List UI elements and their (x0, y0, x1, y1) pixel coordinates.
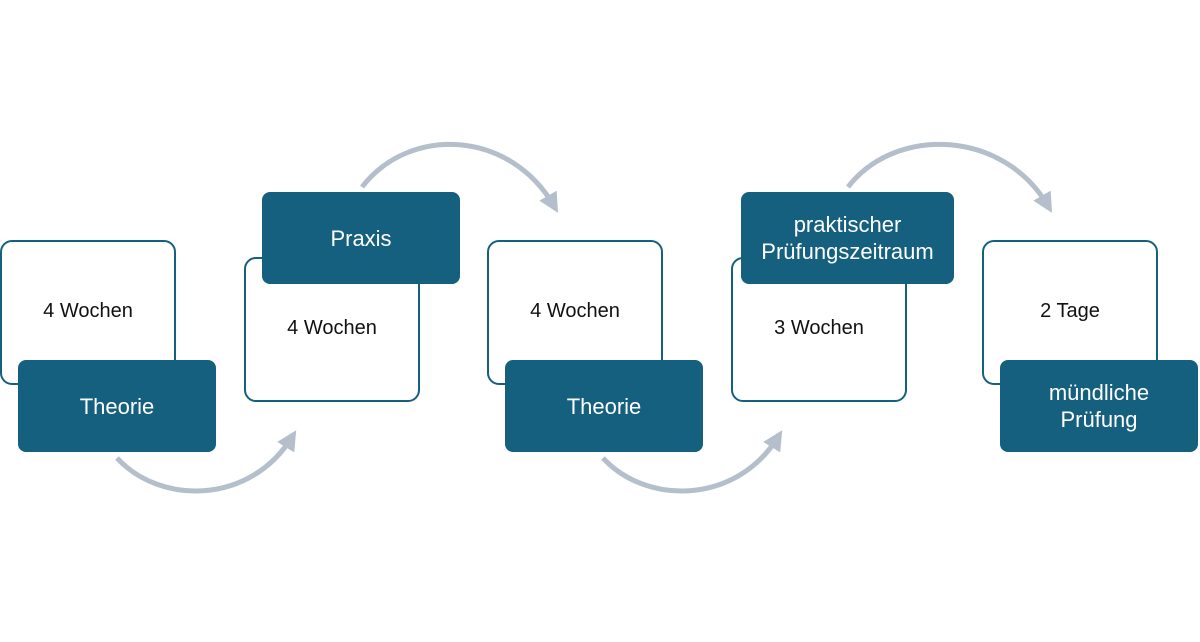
step-5-duration: 2 Tage (1040, 300, 1100, 322)
step-4-phase: praktischer Prüfungszeitraum (761, 212, 934, 264)
step-5-phase: mündliche Prüfung (1048, 380, 1150, 432)
step-3-phase-box: Theorie (505, 360, 703, 452)
arrow-step3-to-step4 (601, 430, 783, 494)
step-3-duration: 4 Wochen (530, 300, 620, 322)
step-1-phase-box: Theorie (18, 360, 216, 452)
step-4-phase-box: praktischer Prüfungszeitraum (741, 192, 954, 284)
arrow-step2-to-step3 (360, 141, 559, 213)
step-2-phase: Praxis (330, 225, 392, 251)
step-2-duration: 4 Wochen (287, 317, 377, 339)
step-5-phase-box: mündliche Prüfung (1000, 360, 1198, 452)
step-4-duration: 3 Wochen (774, 317, 864, 339)
step-1-duration: 4 Wochen (43, 300, 133, 322)
arrow-step1-to-step2 (115, 430, 297, 494)
step-3-phase: Theorie (566, 393, 642, 419)
step-1-phase: Theorie (79, 393, 155, 419)
arrow-step4-to-step5 (846, 141, 1053, 213)
step-2-phase-box: Praxis (262, 192, 460, 284)
